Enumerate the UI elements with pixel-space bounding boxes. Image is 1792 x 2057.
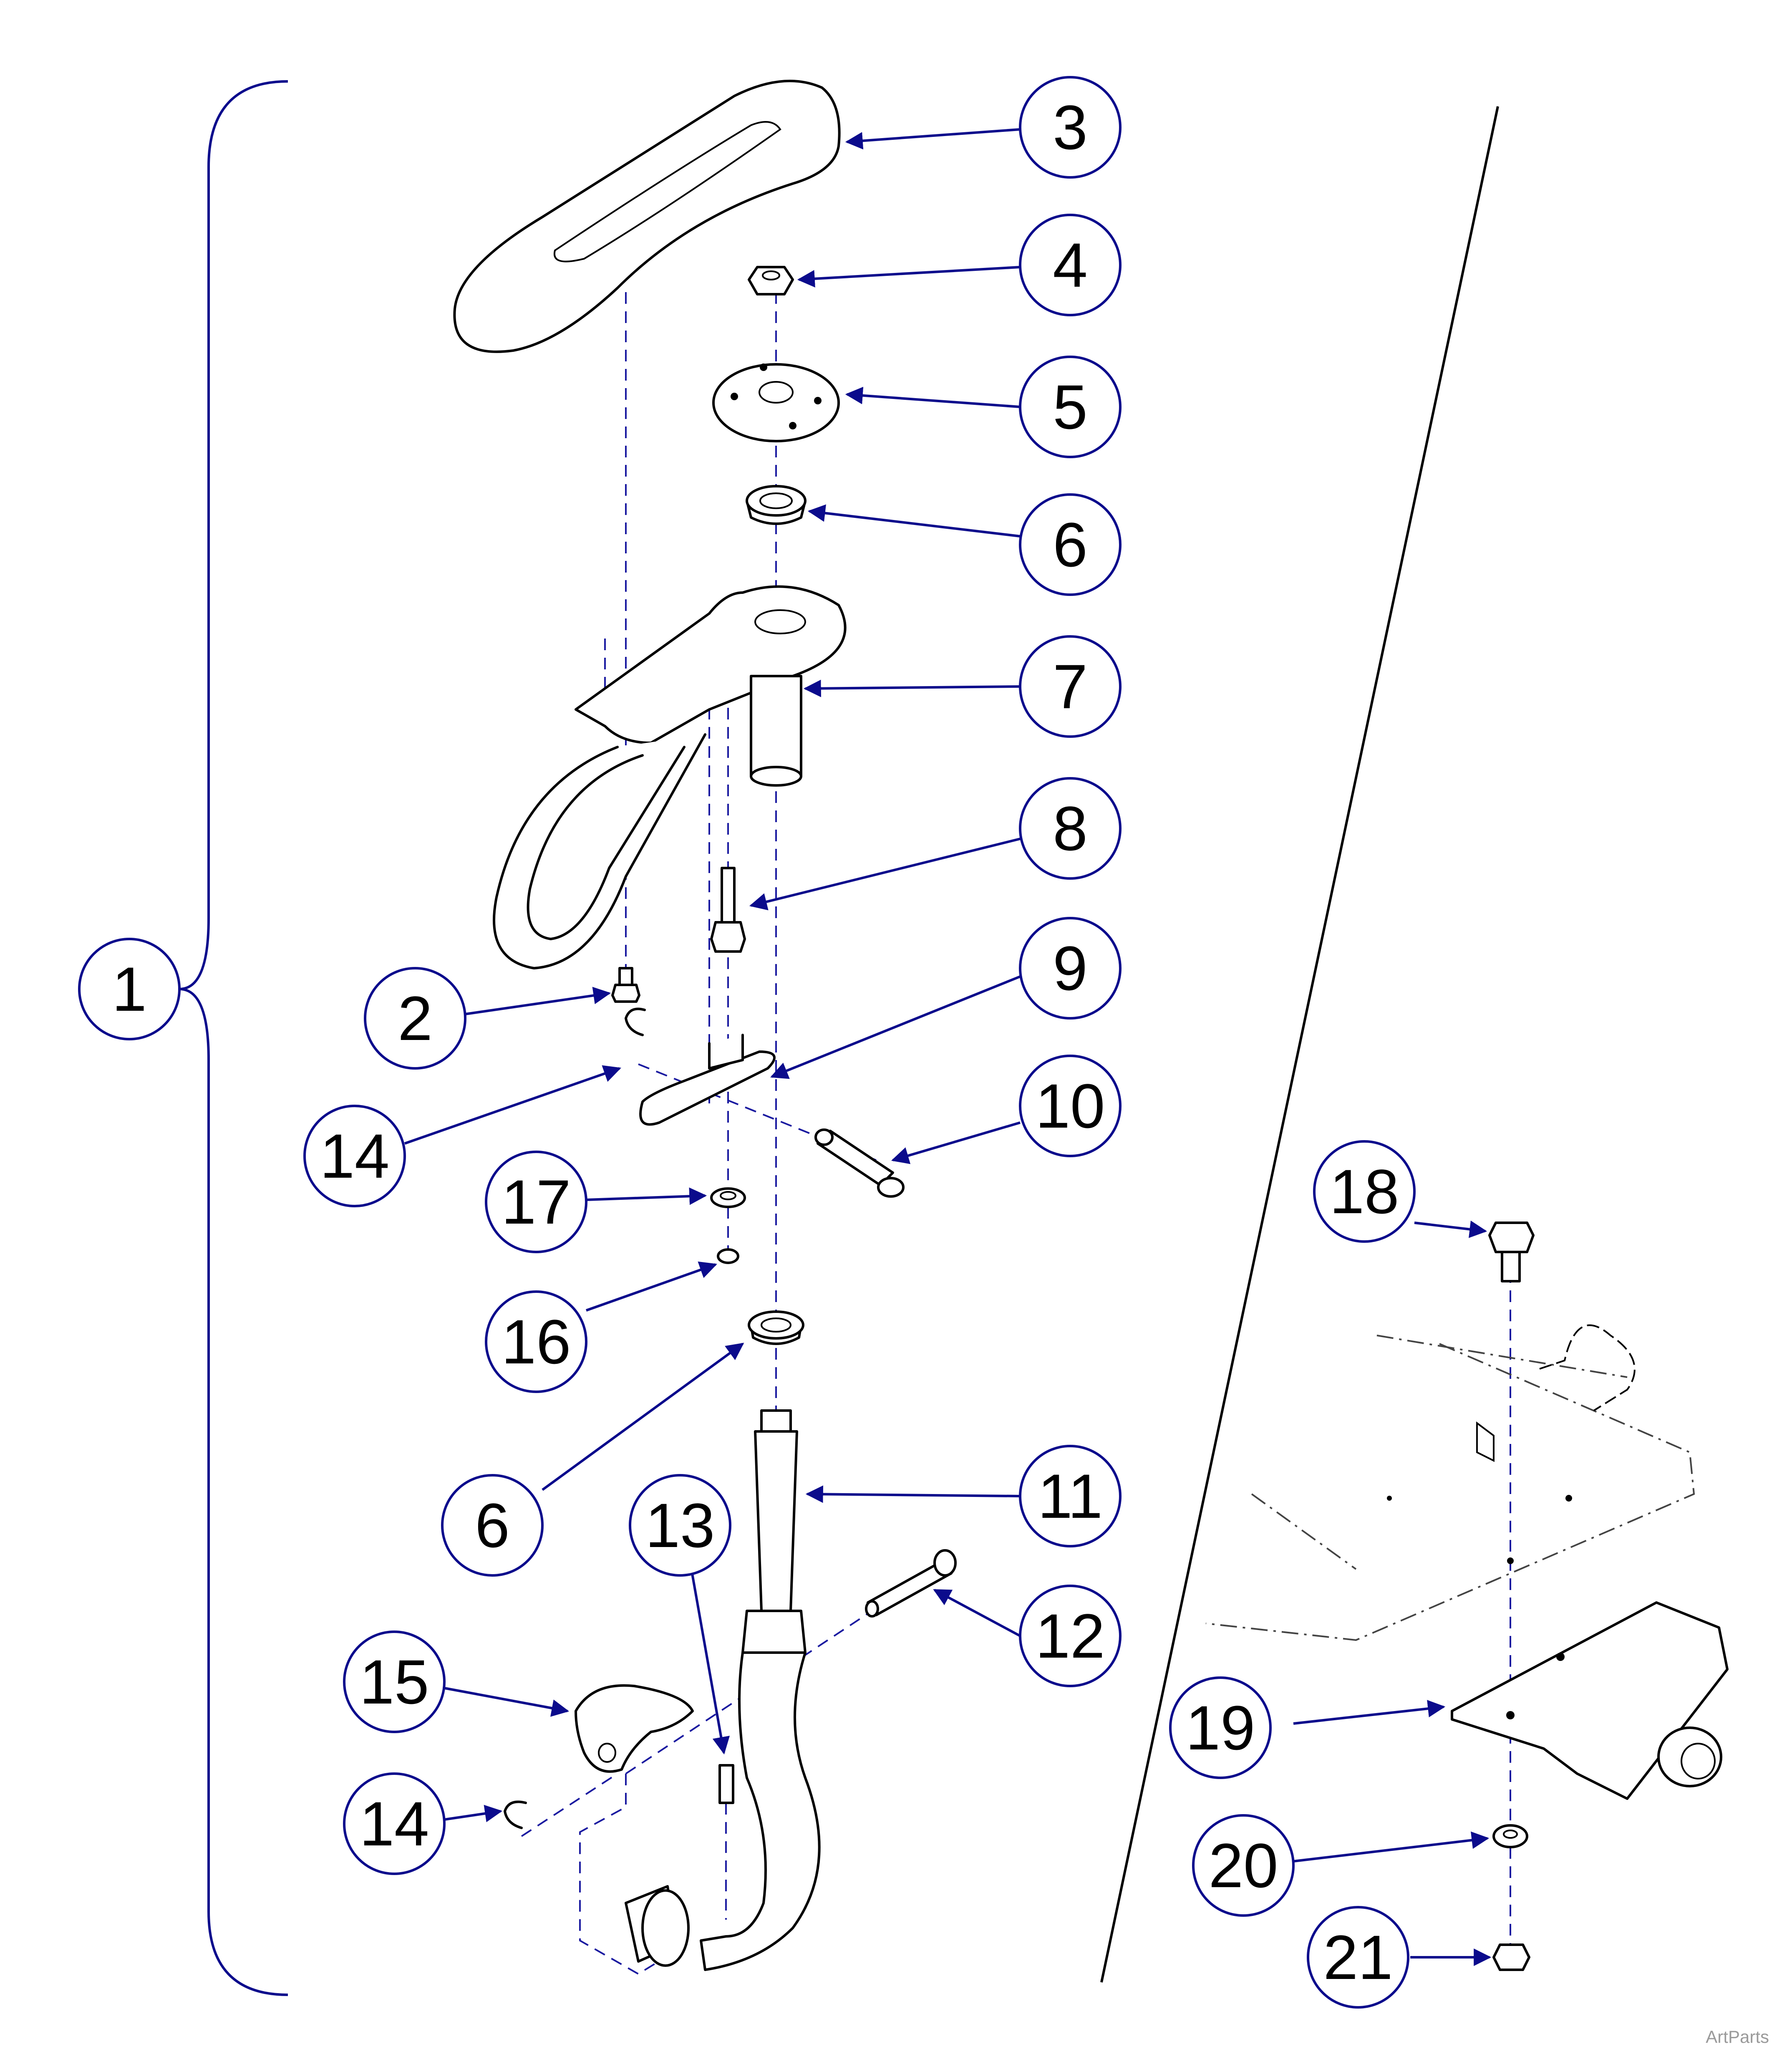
washer <box>710 1187 746 1208</box>
svg-text:1: 1 <box>112 954 146 1024</box>
pivot-pin <box>814 1128 905 1198</box>
callout-7: 7 <box>1019 635 1122 738</box>
svg-text:5: 5 <box>1053 372 1087 442</box>
callout-11: 11 <box>1019 1445 1122 1547</box>
callout-21: 21 <box>1307 1906 1409 2009</box>
callout-14-repeat: 14 <box>343 1772 446 1875</box>
callout-10: 10 <box>1019 1055 1122 1157</box>
lock-nut <box>717 1248 739 1264</box>
callout-20: 20 <box>1192 1814 1295 1917</box>
callout-2: 2 <box>364 967 466 1070</box>
callout-3: 3 <box>1019 76 1122 179</box>
callout-4: 4 <box>1019 214 1122 316</box>
retaining-ring-bottom <box>504 1800 527 1829</box>
bushing-bottom <box>748 1310 804 1345</box>
watermark: ArtParts <box>1706 2027 1769 2047</box>
callout-17: 17 <box>485 1151 587 1253</box>
svg-text:14: 14 <box>320 1121 390 1191</box>
svg-text:8: 8 <box>1053 793 1087 863</box>
callout-1: 1 <box>78 938 181 1040</box>
nut-top <box>748 266 794 295</box>
svg-text:16: 16 <box>502 1307 571 1377</box>
callout-15: 15 <box>343 1630 446 1733</box>
section-divider <box>1100 106 1499 1983</box>
svg-text:18: 18 <box>1330 1156 1399 1227</box>
hex-bolt <box>1488 1222 1535 1282</box>
callout-16: 16 <box>485 1290 587 1393</box>
knob <box>575 1684 694 1773</box>
svg-text:15: 15 <box>360 1647 429 1717</box>
assembly-brace <box>179 80 288 1996</box>
svg-text:10: 10 <box>1036 1071 1105 1141</box>
chair-frame-reference <box>1205 1324 1695 1641</box>
post-pin <box>865 1549 957 1618</box>
svg-text:4: 4 <box>1053 230 1087 300</box>
svg-text:6: 6 <box>475 1490 509 1560</box>
bushing-top <box>746 485 807 525</box>
svg-text:21: 21 <box>1323 1922 1393 1992</box>
stud <box>710 867 746 953</box>
svg-text:7: 7 <box>1053 651 1087 722</box>
svg-text:17: 17 <box>502 1167 571 1237</box>
hex-nut <box>1492 1943 1530 1971</box>
callout-18: 18 <box>1313 1140 1416 1243</box>
svg-text:19: 19 <box>1186 1693 1255 1763</box>
svg-text:2: 2 <box>398 983 432 1053</box>
callout-9: 9 <box>1019 917 1122 1020</box>
svg-text:6: 6 <box>1053 510 1087 580</box>
screw <box>611 967 640 1003</box>
set-screw <box>718 1764 734 1804</box>
svg-text:20: 20 <box>1209 1830 1278 1901</box>
lock-washer <box>1492 1824 1528 1848</box>
svg-text:13: 13 <box>645 1490 715 1560</box>
callout-13: 13 <box>629 1474 731 1577</box>
svg-text:12: 12 <box>1036 1601 1105 1671</box>
callout-6: 6 <box>1019 493 1122 596</box>
callout-6-repeat: 6 <box>441 1474 544 1577</box>
callout-5: 5 <box>1019 356 1122 458</box>
callout-8: 8 <box>1019 777 1122 880</box>
arm-post <box>625 1409 821 1971</box>
arm-bracket <box>493 585 847 969</box>
mounting-bracket <box>1451 1601 1729 1800</box>
callout-19: 19 <box>1169 1676 1272 1779</box>
armrest-pad <box>453 80 841 353</box>
detent-plate <box>712 363 840 442</box>
svg-text:11: 11 <box>1038 1461 1103 1531</box>
svg-text:9: 9 <box>1053 933 1087 1003</box>
retaining-ring-top <box>625 1007 646 1036</box>
svg-text:14: 14 <box>360 1789 429 1859</box>
callout-12: 12 <box>1019 1585 1122 1687</box>
lock-lever <box>639 1034 776 1126</box>
callout-14: 14 <box>303 1105 406 1207</box>
leader-lines <box>404 128 1492 1966</box>
svg-text:3: 3 <box>1053 92 1087 162</box>
